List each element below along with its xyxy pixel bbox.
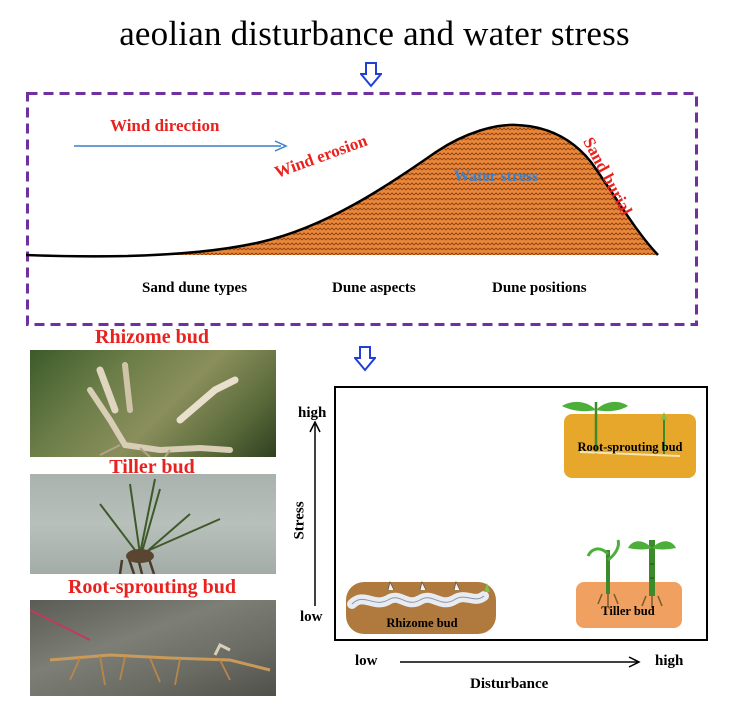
rhizome-bud-illustration: Rhizome bud <box>344 578 500 636</box>
photo-label-rhizome: Rhizome bud <box>95 326 209 348</box>
down-arrow-icon <box>354 346 376 372</box>
wind-direction-label: Wind direction <box>110 116 220 135</box>
photo-label-tiller: Tiller bud <box>109 456 195 478</box>
water-stress-label: Water stress <box>454 168 539 185</box>
factor-sand-dune-types: Sand dune types <box>142 280 248 296</box>
photo-label-root-sprouting: Root-sprouting bud <box>67 576 237 598</box>
diagram-title: aeolian disturbance and water stress <box>119 14 630 53</box>
y-axis-low-label: low <box>300 609 323 625</box>
bud-chart-frame <box>334 386 708 641</box>
x-axis-low-label: low <box>355 653 378 669</box>
tiller-bud-photo <box>30 474 276 574</box>
root-sprouting-bud-text: Root-sprouting bud <box>577 440 683 454</box>
rhizome-bud-photo <box>30 350 276 457</box>
dune-panel: Wind direction Wind erosion Water stress… <box>26 92 698 326</box>
y-axis-high-label: high <box>298 405 327 421</box>
tiller-bud-text: Tiller bud <box>601 604 655 618</box>
tiller-bud-illustration: Tiller bud <box>572 534 684 630</box>
dashed-frame <box>26 92 698 326</box>
dune-profile <box>26 92 698 326</box>
root-sprouting-bud-illustration: Root-sprouting bud <box>560 396 700 480</box>
factor-dune-aspects: Dune aspects <box>332 280 416 296</box>
y-axis-arrow <box>309 420 321 606</box>
down-arrow-icon <box>360 62 382 88</box>
x-axis-arrow <box>400 656 641 668</box>
x-axis-high-label: high <box>655 653 684 669</box>
root-sprouting-bud-photo <box>30 600 276 696</box>
factor-dune-positions: Dune positions <box>492 280 587 296</box>
x-axis-title: Disturbance <box>470 676 549 692</box>
rhizome-bud-text: Rhizome bud <box>386 616 458 630</box>
y-axis-title: Stress <box>291 501 308 540</box>
